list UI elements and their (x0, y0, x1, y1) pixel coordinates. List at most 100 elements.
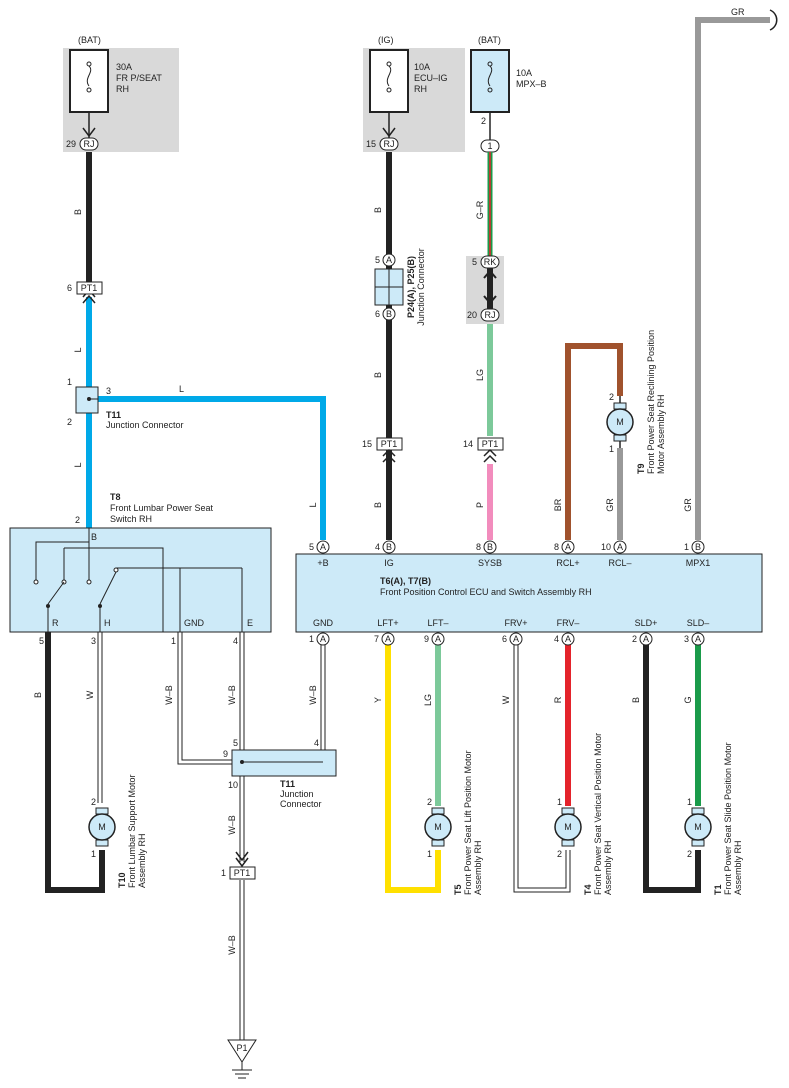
wire-gr-mpx (695, 17, 770, 540)
svg-text:A: A (565, 542, 571, 552)
svg-text:2: 2 (609, 392, 614, 402)
svg-text:1: 1 (91, 849, 96, 859)
wire-w-frv (514, 640, 570, 892)
wire-y (385, 640, 441, 893)
t11-bottom-code: T11 (280, 779, 295, 789)
t9-name: Front Power Seat Reclining Position (646, 330, 656, 474)
fuse2-amps: 10A (414, 62, 430, 72)
t11-top-name: Junction Connector (106, 420, 184, 430)
svg-text:GND: GND (313, 618, 334, 628)
svg-text:SYSB: SYSB (478, 558, 502, 568)
wire-label: LG (423, 694, 433, 706)
svg-text:E: E (247, 618, 253, 628)
svg-text:A: A (386, 255, 392, 265)
svg-text:A: A (565, 634, 571, 644)
ecu-code: T6(A), T7(B) (380, 576, 431, 586)
svg-text:9: 9 (223, 749, 228, 759)
svg-text:8: 8 (476, 542, 481, 552)
wire-label: B (73, 209, 83, 215)
svg-text:4: 4 (314, 738, 319, 748)
svg-text:1: 1 (684, 542, 689, 552)
svg-text:IG: IG (384, 558, 394, 568)
svg-text:LFT+: LFT+ (377, 618, 398, 628)
svg-text:5: 5 (233, 738, 238, 748)
svg-text:RCL–: RCL– (608, 558, 631, 568)
svg-text:A: A (695, 634, 701, 644)
svg-text:A: A (385, 634, 391, 644)
svg-text:M: M (98, 822, 106, 832)
pt1-connector-3: PT1 14 (463, 437, 504, 463)
svg-text:2: 2 (427, 797, 432, 807)
t9-name2: Motor Assembly RH (656, 394, 666, 474)
t8-lumbar-switch: T8 Front Lumbar Power Seat Switch RH 2 B… (9, 492, 272, 646)
wire-label: L (73, 462, 83, 467)
t5-name: Front Power Seat Lift Position Motor (463, 750, 473, 895)
svg-text:PT1: PT1 (482, 439, 499, 449)
wire-label: L (308, 502, 318, 507)
t10-name2: Assembly RH (137, 833, 147, 888)
svg-text:M: M (694, 822, 702, 832)
t1-name2: Assembly RH (733, 840, 743, 895)
svg-text:1: 1 (309, 634, 314, 644)
fuse3-pin-top: 2 (481, 116, 486, 126)
fuse1-pin: 29 (66, 139, 76, 149)
svg-text:RK: RK (484, 257, 497, 267)
svg-text:10: 10 (601, 542, 611, 552)
svg-text:4: 4 (233, 636, 238, 646)
fuse2-conn: RJ (384, 139, 395, 149)
svg-text:A: A (643, 634, 649, 644)
svg-text:1: 1 (67, 377, 72, 387)
t5-code: T5 (453, 884, 463, 895)
fuse3-amps: 10A (516, 68, 532, 78)
wire-label: BR (553, 498, 563, 511)
wire-label: GR (605, 498, 615, 512)
wire-b-sld (643, 640, 701, 893)
wire-label: B (631, 697, 641, 703)
t11-top-code: T11 (106, 410, 121, 420)
motor-t4: M 1 2 T4 Front Power Seat Vertical Posit… (554, 733, 613, 895)
svg-text:H: H (104, 618, 111, 628)
svg-text:10: 10 (228, 780, 238, 790)
t10-name: Front Lumbar Support Motor (127, 774, 137, 888)
svg-text:3: 3 (91, 636, 96, 646)
fuse1-name2: RH (116, 84, 129, 94)
wire-b-t10 (45, 632, 105, 893)
t4-name: Front Power Seat Vertical Position Motor (593, 733, 603, 895)
svg-text:2: 2 (67, 417, 72, 427)
junction-t11-bottom: 9 5 4 10 T11 Junction Connector (223, 738, 337, 809)
svg-text:B: B (386, 542, 392, 552)
t1-code: T1 (713, 884, 723, 895)
t9-code: T9 (636, 463, 646, 474)
svg-text:RCL+: RCL+ (556, 558, 579, 568)
t1-name: Front Power Seat Slide Position Motor (723, 742, 733, 895)
svg-text:A: A (320, 542, 326, 552)
wire-label: GR (731, 7, 745, 17)
motor-t10: M 2 1 T10 Front Lumbar Support Motor Ass… (88, 774, 147, 888)
fuse2-source: (IG) (378, 35, 394, 45)
fuse-ecu-ig: (IG) 10A ECU–IG RH RJ 15 (363, 35, 465, 152)
svg-text:3: 3 (684, 634, 689, 644)
svg-text:5: 5 (375, 255, 380, 265)
svg-text:8: 8 (554, 542, 559, 552)
svg-text:1: 1 (221, 868, 226, 878)
svg-text:6: 6 (502, 634, 507, 644)
fuse3-source: (BAT) (478, 35, 501, 45)
wire-label: W–B (164, 685, 174, 705)
svg-text:4: 4 (554, 634, 559, 644)
svg-text:SLD+: SLD+ (635, 618, 658, 628)
wire-label: LG (475, 369, 485, 381)
svg-text:2: 2 (91, 797, 96, 807)
junction-p24-p25: A 5 B 6 P24(A), P25(B) Junction Connecto… (374, 248, 426, 326)
svg-text:MPX1: MPX1 (686, 558, 711, 568)
svg-text:14: 14 (463, 439, 473, 449)
ground-p1: P1 (227, 1039, 257, 1079)
pt1-connector-1: PT1 6 (67, 281, 103, 304)
p24-name: Junction Connector (416, 248, 426, 326)
svg-text:M: M (434, 822, 442, 832)
svg-text:2: 2 (687, 849, 692, 859)
wire-br (565, 343, 623, 540)
svg-text:A: A (513, 634, 519, 644)
wire-label: P (475, 502, 485, 508)
